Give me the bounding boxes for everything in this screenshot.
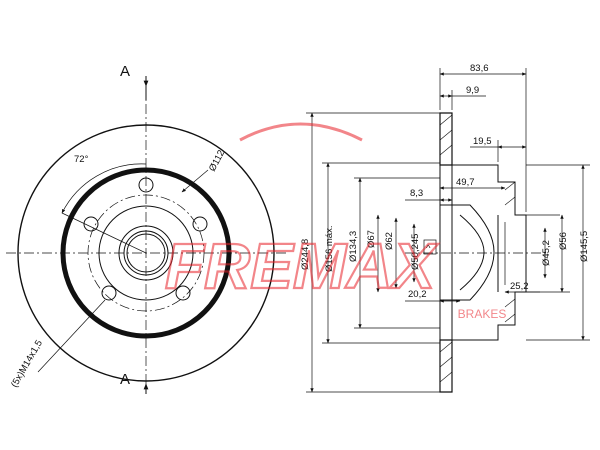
front-view: A A 72° Ø112 (5x)M14x1,5 bbox=[6, 63, 286, 394]
brand-watermark: FREMAX BRAKES bbox=[164, 122, 507, 321]
dim-56: Ø56 bbox=[558, 232, 569, 250]
svg-text:^: ^ bbox=[426, 243, 431, 254]
dim-67: Ø67 bbox=[366, 230, 377, 248]
dim-disc-thickness: 9,9 bbox=[466, 85, 479, 96]
section-marker-bottom: A bbox=[120, 371, 130, 388]
dim-bore-depth: 20,2 bbox=[408, 289, 427, 300]
dim-disc-to-hub: 49,7 bbox=[456, 177, 475, 188]
pcd-label: Ø112 bbox=[207, 148, 227, 173]
angle-label: 72° bbox=[74, 154, 89, 165]
watermark-sub: BRAKES bbox=[458, 307, 507, 321]
dim-62: Ø62 bbox=[384, 232, 395, 250]
dim-outer-diameter: Ø244,8 bbox=[300, 239, 311, 270]
angle-arc bbox=[61, 163, 147, 214]
dim-145: Ø145,5 bbox=[579, 231, 590, 262]
bolt-hole bbox=[175, 285, 191, 301]
dim-hub-offset: 19,5 bbox=[473, 136, 492, 147]
dim-friction-inner: Ø156 máx. bbox=[324, 226, 335, 272]
hub-section bbox=[452, 164, 527, 341]
bolt-thread-label: (5x)M14x1,5 bbox=[9, 338, 45, 389]
bolt-hole bbox=[83, 216, 99, 232]
section-hatching bbox=[439, 114, 516, 383]
dim-overall-width: 83,6 bbox=[470, 63, 489, 74]
section-marker-top: A bbox=[120, 63, 130, 80]
watermark-brand: FREMAX bbox=[165, 230, 439, 302]
side-view: ^ 83,6 9,9 19,5 49,7 8,3 20,2 25,2 Ø244,… bbox=[300, 63, 590, 393]
dim-45: Ø45,2 bbox=[541, 240, 552, 266]
bolt-hole bbox=[192, 216, 208, 232]
dim-50: Ø50,245 bbox=[410, 234, 421, 270]
disc-section bbox=[439, 112, 453, 166]
dim-flange: 8,3 bbox=[410, 188, 423, 199]
dim-134: Ø134,3 bbox=[348, 231, 359, 262]
dim-spigot: 25,2 bbox=[510, 281, 529, 292]
bolt-hole bbox=[101, 285, 117, 301]
